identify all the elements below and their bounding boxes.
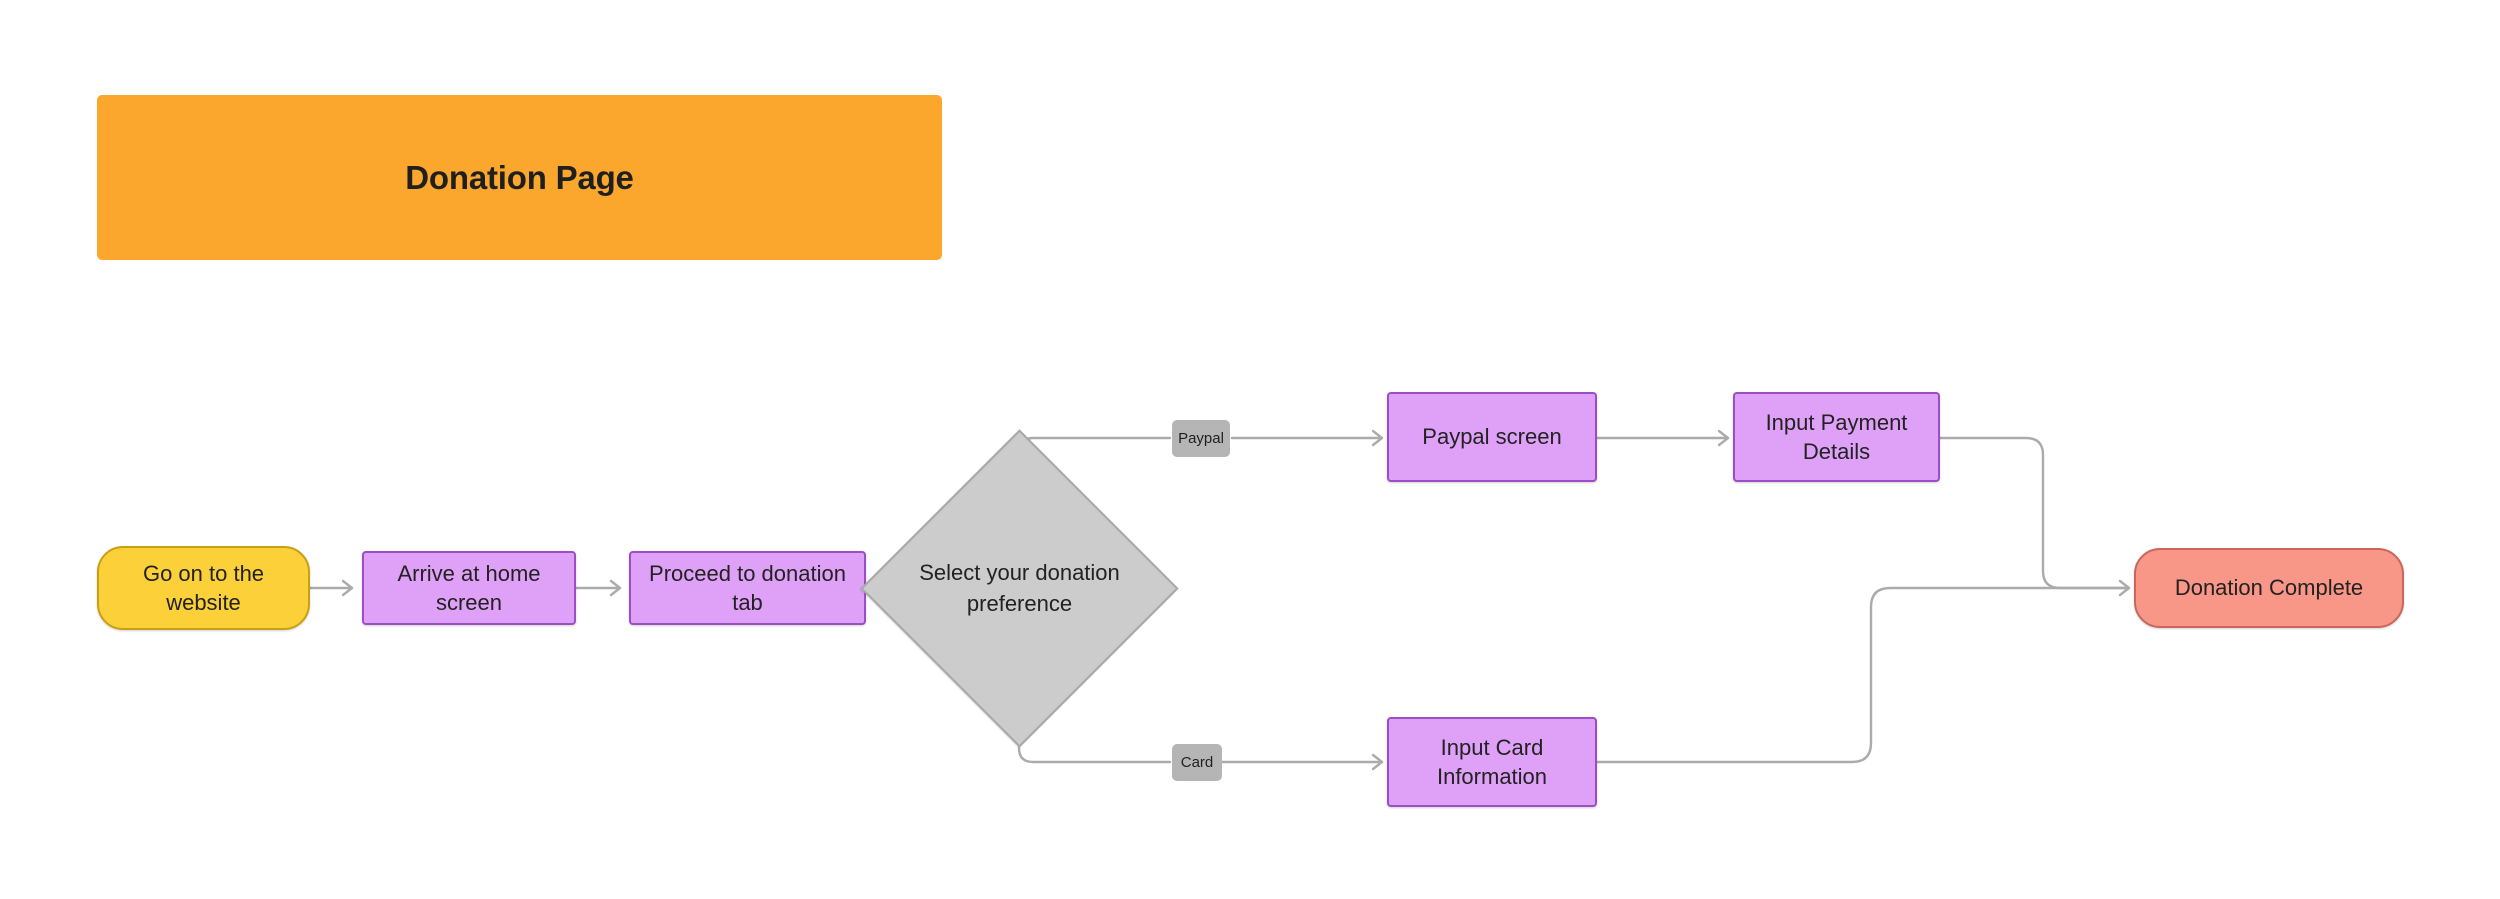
node-input-payment-details[interactable]: Input Payment Details (1733, 392, 1940, 482)
edge-label-card-text: Card (1180, 754, 1214, 771)
arrowhead-to-paypal-screen (1371, 429, 1384, 447)
arrowhead-to-payment-details (1717, 429, 1730, 447)
edge-card-info-to-complete (1595, 586, 2131, 764)
arrowhead-start-to-home (341, 579, 354, 597)
node-input-card-information-label: Input Card Information (1436, 734, 1548, 789)
node-donation-complete[interactable]: Donation Complete (2134, 548, 2404, 628)
edge-label-paypal[interactable]: Paypal (1172, 420, 1230, 457)
node-donation-complete-label: Donation Complete (2174, 575, 2364, 601)
node-input-card-information[interactable]: Input Card Information (1387, 717, 1597, 807)
banner-title: Donation Page (405, 158, 634, 196)
node-select-donation-preference[interactable]: Select your donation preference (860, 429, 1179, 748)
node-input-payment-details-label: Input Payment Details (1765, 409, 1908, 464)
node-go-to-website-label: Go on to the website (142, 560, 265, 615)
node-proceed-donation-tab[interactable]: Proceed to donation tab (629, 551, 866, 625)
node-proceed-donation-tab-label: Proceed to donation tab (649, 560, 846, 615)
node-arrive-home-screen-label: Arrive at home screen (397, 560, 541, 615)
node-paypal-screen-label: Paypal screen (1422, 424, 1562, 450)
edge-label-card[interactable]: Card (1172, 744, 1222, 781)
node-arrive-home-screen[interactable]: Arrive at home screen (362, 551, 576, 625)
arrowhead-home-to-tab (609, 579, 622, 597)
node-go-to-website[interactable]: Go on to the website (97, 546, 310, 630)
node-paypal-screen[interactable]: Paypal screen (1387, 392, 1597, 482)
arrowhead-to-donation-complete (2118, 579, 2131, 597)
arrowhead-to-card-info (1371, 753, 1384, 771)
edge-label-paypal-text: Paypal (1178, 430, 1224, 447)
decision-diamond-shape (860, 429, 1179, 748)
donation-page-banner: Donation Page (97, 95, 942, 260)
edge-payment-details-to-complete (1938, 436, 2131, 590)
